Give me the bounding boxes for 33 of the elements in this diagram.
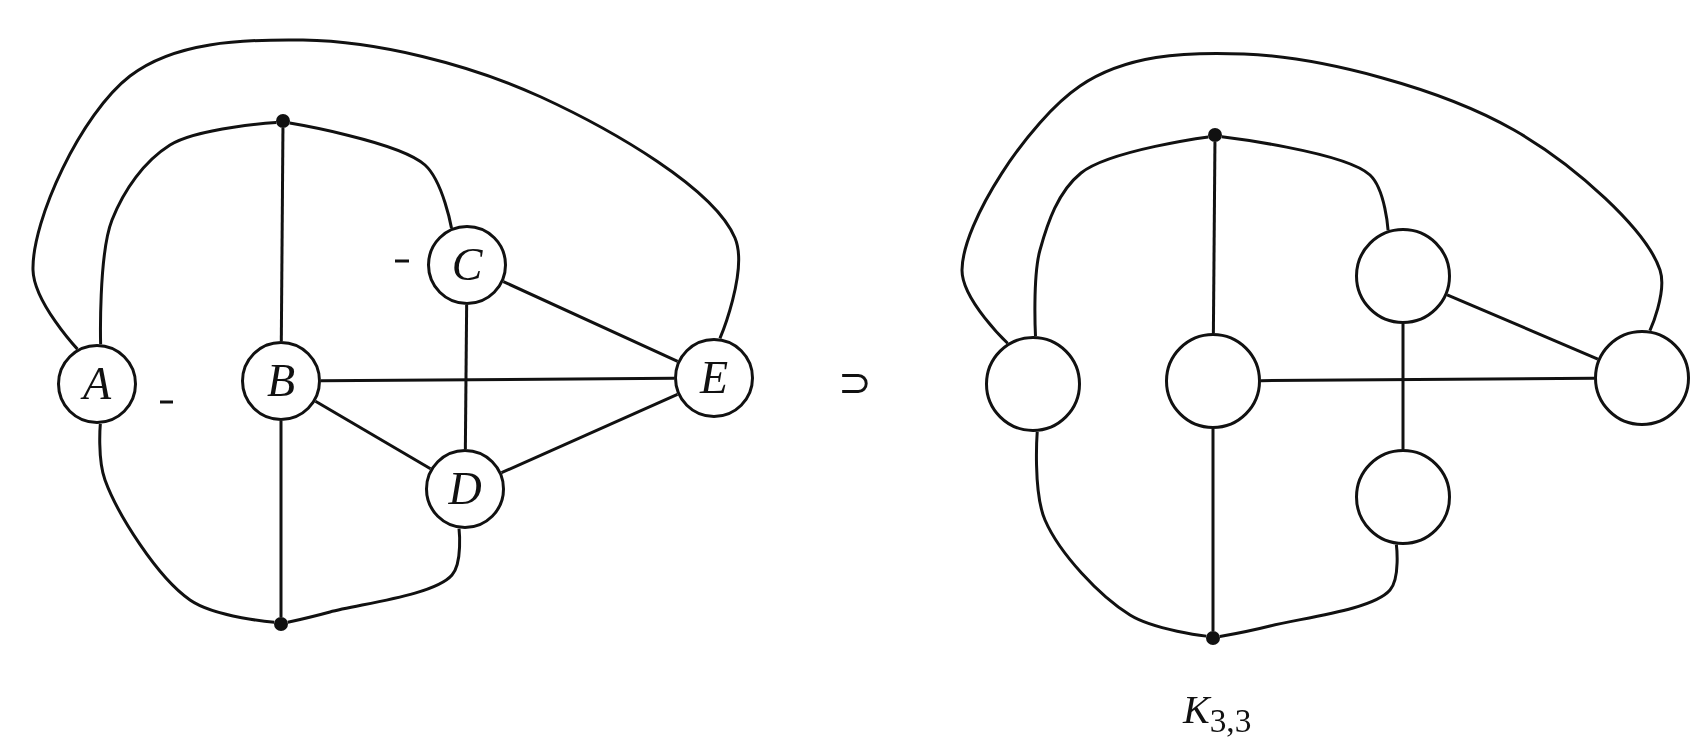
graph-edge	[500, 392, 679, 475]
superset-symbol: ⊃	[838, 362, 872, 402]
vertex-label: D	[448, 466, 482, 512]
graph-edge	[287, 528, 462, 624]
graph-edge	[1446, 293, 1599, 361]
graph-edge	[1033, 135, 1209, 337]
vertex-label: B	[266, 358, 296, 404]
graph-edge	[289, 121, 453, 229]
graph-edge	[314, 399, 432, 471]
vertex-dot	[1208, 128, 1222, 142]
graph-edge	[31, 38, 740, 351]
graph-edge	[463, 305, 469, 449]
graph-edge	[1034, 431, 1207, 638]
graph-edge	[960, 51, 1663, 345]
graph-edge	[1261, 376, 1594, 383]
graph-edge	[98, 423, 275, 624]
graph-caption: K$_{3,3}$	[1183, 690, 1252, 738]
vertex-label: A	[82, 361, 112, 407]
graph-edge	[1211, 142, 1217, 333]
vertex-dot	[274, 617, 288, 631]
graph-edge	[502, 280, 679, 363]
graph-edge	[279, 421, 283, 617]
vertex-dot	[1206, 631, 1220, 645]
graph-edge	[1401, 324, 1405, 449]
graph-edge	[279, 128, 285, 341]
graph-edge	[1219, 544, 1399, 639]
graph-edge	[99, 120, 277, 345]
vertex-dot	[276, 114, 290, 128]
vertex-label: C	[451, 242, 483, 288]
graph-edge	[321, 376, 674, 383]
graph-edge	[1221, 135, 1390, 231]
vertex-label: E	[699, 355, 729, 401]
graph-edge	[1211, 429, 1215, 631]
